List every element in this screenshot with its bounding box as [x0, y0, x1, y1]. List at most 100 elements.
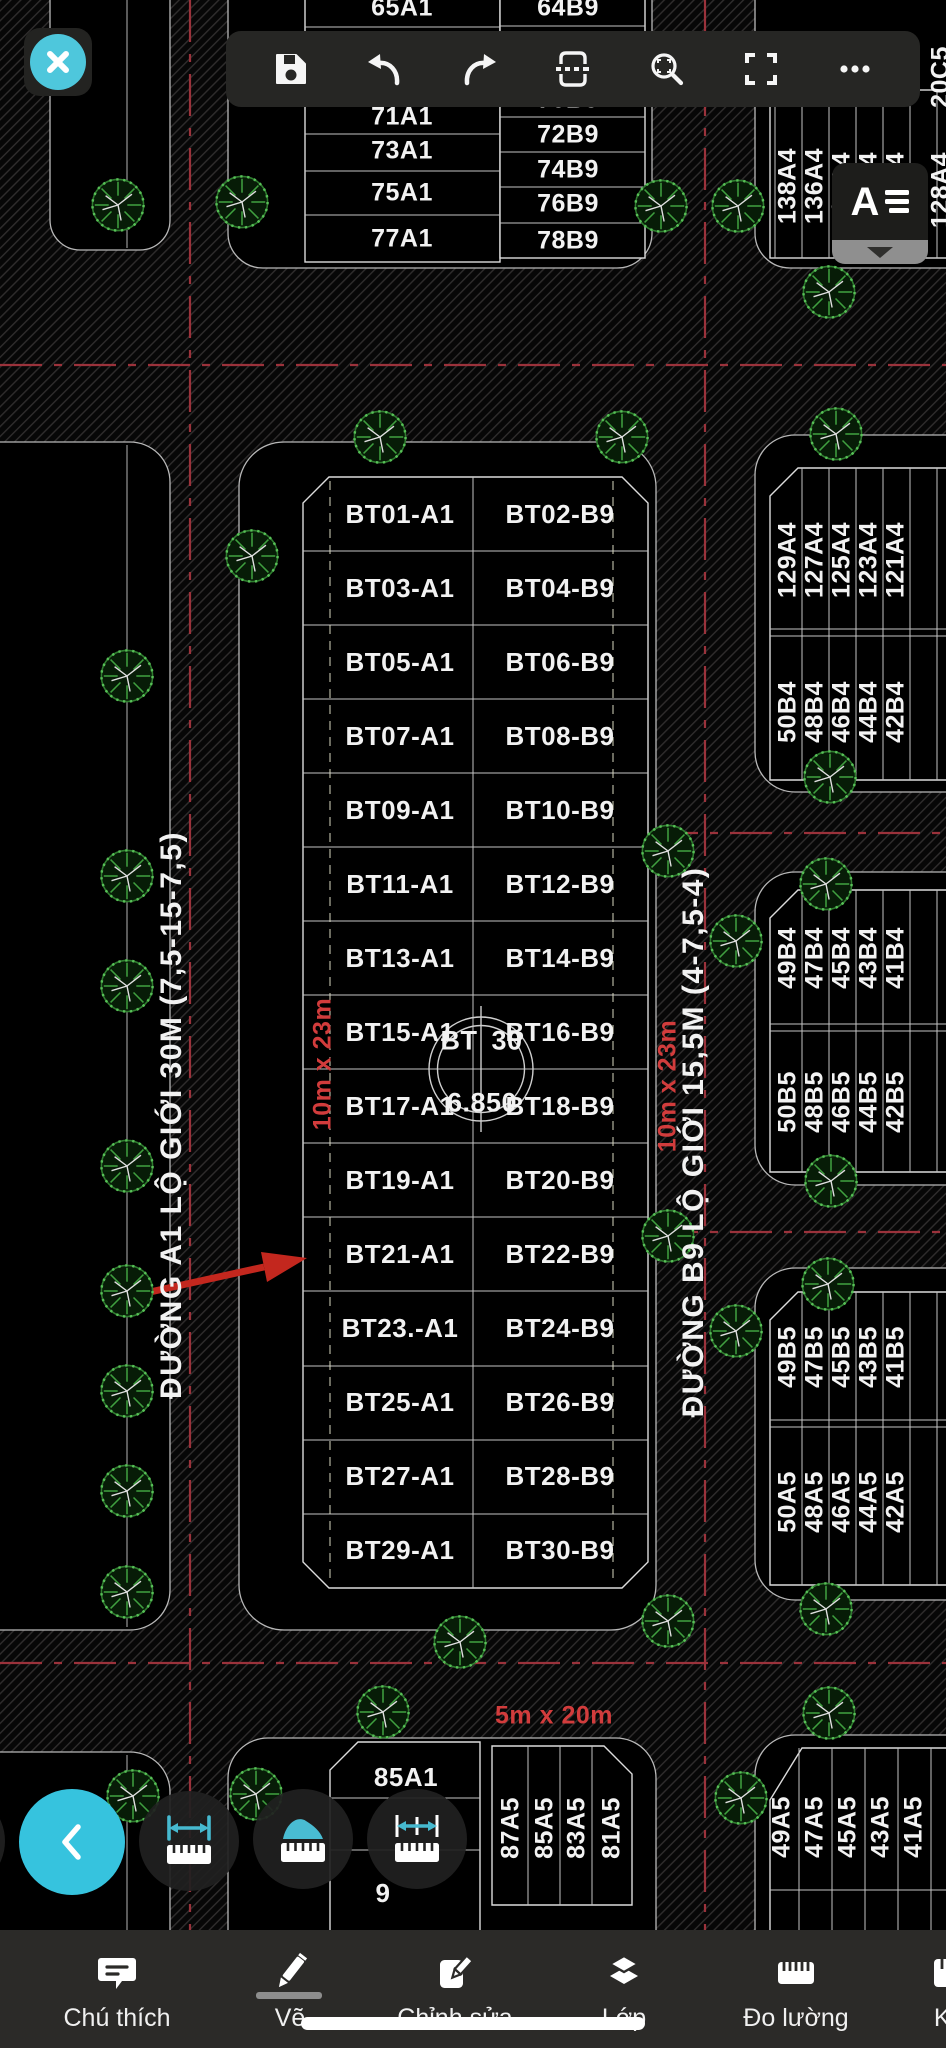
plot-label[interactable]: BT01-A1	[345, 499, 455, 529]
plot-label[interactable]: 47B4	[800, 927, 829, 989]
plot-label[interactable]: BT29-A1	[345, 1535, 455, 1565]
plot-label[interactable]: BT07-A1	[345, 721, 455, 751]
plot-label[interactable]: 20C5	[926, 46, 946, 108]
plot-label[interactable]: BT10-B9	[505, 795, 615, 825]
plot-label[interactable]: BT21-A1	[345, 1239, 455, 1269]
plot-label[interactable]: 50B4	[773, 681, 802, 743]
undo-icon[interactable]	[362, 46, 408, 92]
plot-label[interactable]: 48B4	[800, 681, 829, 743]
plot-label[interactable]: 47B5	[800, 1326, 829, 1388]
plot-label[interactable]: BT27-A1	[345, 1461, 455, 1491]
plot-label[interactable]: BT03-A1	[345, 573, 455, 603]
plot-label[interactable]: 42B5	[881, 1071, 910, 1133]
plot-label[interactable]: BT06-B9	[505, 647, 615, 677]
plot-label[interactable]: 128A4	[926, 151, 946, 229]
plot-label[interactable]: BT13-A1	[345, 943, 455, 973]
nav-item-check[interactable]: Kiể	[872, 1950, 946, 2033]
plot-label[interactable]: 87A5	[496, 1797, 525, 1859]
plot-label[interactable]: 64B9	[537, 0, 599, 22]
plot-label[interactable]: 76B9	[537, 189, 599, 218]
plot-label[interactable]: 49B4	[773, 927, 802, 989]
plot-label[interactable]: 46A5	[827, 1471, 856, 1533]
plot-label[interactable]: BT28-B9	[505, 1461, 615, 1491]
plot-label[interactable]: BT12-B9	[505, 869, 615, 899]
plot-label[interactable]: 74B9	[537, 155, 599, 184]
plot-label[interactable]: 72B9	[537, 120, 599, 149]
plot-label[interactable]: 121A4	[881, 521, 910, 599]
nav-item-annotation[interactable]: Chú thích	[37, 1950, 197, 2033]
zoom-extents-icon[interactable]	[644, 46, 690, 92]
plot-label[interactable]: 138A4	[773, 147, 802, 225]
plot-label[interactable]: BT20-B9	[505, 1165, 615, 1195]
plot-label[interactable]: 129A4	[773, 521, 802, 599]
plot-label[interactable]: BT24-B9	[505, 1313, 615, 1343]
plot-label[interactable]: BT18-B9	[505, 1091, 615, 1121]
plot-label[interactable]: 75A1	[371, 178, 433, 207]
plot-label[interactable]: BT02-B9	[505, 499, 615, 529]
plot-label[interactable]: 47A5	[800, 1796, 829, 1858]
more-icon[interactable]	[832, 46, 878, 92]
close-button[interactable]	[24, 28, 92, 96]
plot-label[interactable]: BT08-B9	[505, 721, 615, 751]
plot-label[interactable]: 45B5	[827, 1326, 856, 1388]
plot-label[interactable]: 85A1	[373, 1762, 439, 1792]
plot-label[interactable]: 42B4	[881, 681, 910, 743]
plot-label[interactable]: 123A4	[854, 521, 883, 599]
plot-label[interactable]: BT16-B9	[505, 1017, 615, 1047]
plot-label[interactable]: BT17-A1	[345, 1091, 455, 1121]
plot-label[interactable]: BT11-A1	[346, 869, 454, 899]
plot-label[interactable]: 43B5	[854, 1326, 883, 1388]
redo-icon[interactable]	[456, 46, 502, 92]
measure-area-button[interactable]	[253, 1789, 353, 1889]
plot-label[interactable]: 71A1	[371, 102, 433, 131]
layers-panel-button[interactable]: A	[832, 163, 928, 264]
nav-item-measure[interactable]: Đo lường	[716, 1950, 876, 2033]
plot-label[interactable]: 41A5	[899, 1796, 928, 1858]
plot-label[interactable]: 83A5	[562, 1797, 591, 1859]
plot-label[interactable]: BT05-A1	[345, 647, 455, 677]
plot-label[interactable]: 136A4	[800, 147, 829, 225]
layers-collapse-strip[interactable]	[832, 240, 928, 264]
plot-label[interactable]: 125A4	[827, 521, 856, 599]
fullscreen-icon[interactable]	[738, 46, 784, 92]
plot-label[interactable]: BT09-A1	[345, 795, 455, 825]
plot-label[interactable]: BT22-B9	[505, 1239, 615, 1269]
plot-label[interactable]: 50A5	[773, 1471, 802, 1533]
viewport-section-icon[interactable]	[550, 46, 596, 92]
plot-label[interactable]: 41B5	[881, 1326, 910, 1388]
nav-item-draw[interactable]: Vẽ	[210, 1950, 370, 2033]
plot-label[interactable]: 48A5	[800, 1471, 829, 1533]
plot-label[interactable]: 78B9	[537, 226, 599, 255]
plot-label[interactable]: 43A5	[866, 1796, 895, 1858]
plot-label[interactable]: 127A4	[800, 521, 829, 599]
save-icon[interactable]	[268, 46, 314, 92]
plot-label[interactable]: 73A1	[371, 136, 433, 165]
plot-label[interactable]: 50B5	[773, 1071, 802, 1133]
plot-label[interactable]: 45A5	[833, 1796, 862, 1858]
home-indicator[interactable]	[301, 2017, 645, 2030]
plot-label[interactable]: BT23.-A1	[341, 1313, 459, 1343]
plot-label[interactable]: BT15-A1	[345, 1017, 455, 1047]
plot-label[interactable]: 46B4	[827, 681, 856, 743]
plot-label[interactable]: BT14-B9	[505, 943, 615, 973]
measure-distance-button[interactable]	[139, 1791, 239, 1891]
plot-label[interactable]: 65A1	[371, 0, 433, 22]
plot-label[interactable]: 44A5	[854, 1471, 883, 1533]
plot-label[interactable]: 41B4	[881, 927, 910, 989]
measure-aligned-button[interactable]	[367, 1789, 467, 1889]
measure-extra-button[interactable]	[0, 1791, 5, 1891]
plot-label[interactable]: 45B4	[827, 927, 856, 989]
plot-label[interactable]: 49B5	[773, 1326, 802, 1388]
plot-label[interactable]: 46B5	[827, 1071, 856, 1133]
plot-label[interactable]: BT19-A1	[345, 1165, 455, 1195]
plot-label[interactable]: 77A1	[371, 224, 433, 253]
plot-label[interactable]: 44B4	[854, 681, 883, 743]
plot-label[interactable]: 43B4	[854, 927, 883, 989]
plot-label[interactable]: BT25-A1	[345, 1387, 455, 1417]
plot-label[interactable]: 44B5	[854, 1071, 883, 1133]
plot-label[interactable]: BT30-B9	[505, 1535, 615, 1565]
plot-label[interactable]: 48B5	[800, 1071, 829, 1133]
plot-label[interactable]: 42A5	[881, 1471, 910, 1533]
plot-label[interactable]: 85A5	[530, 1797, 559, 1859]
